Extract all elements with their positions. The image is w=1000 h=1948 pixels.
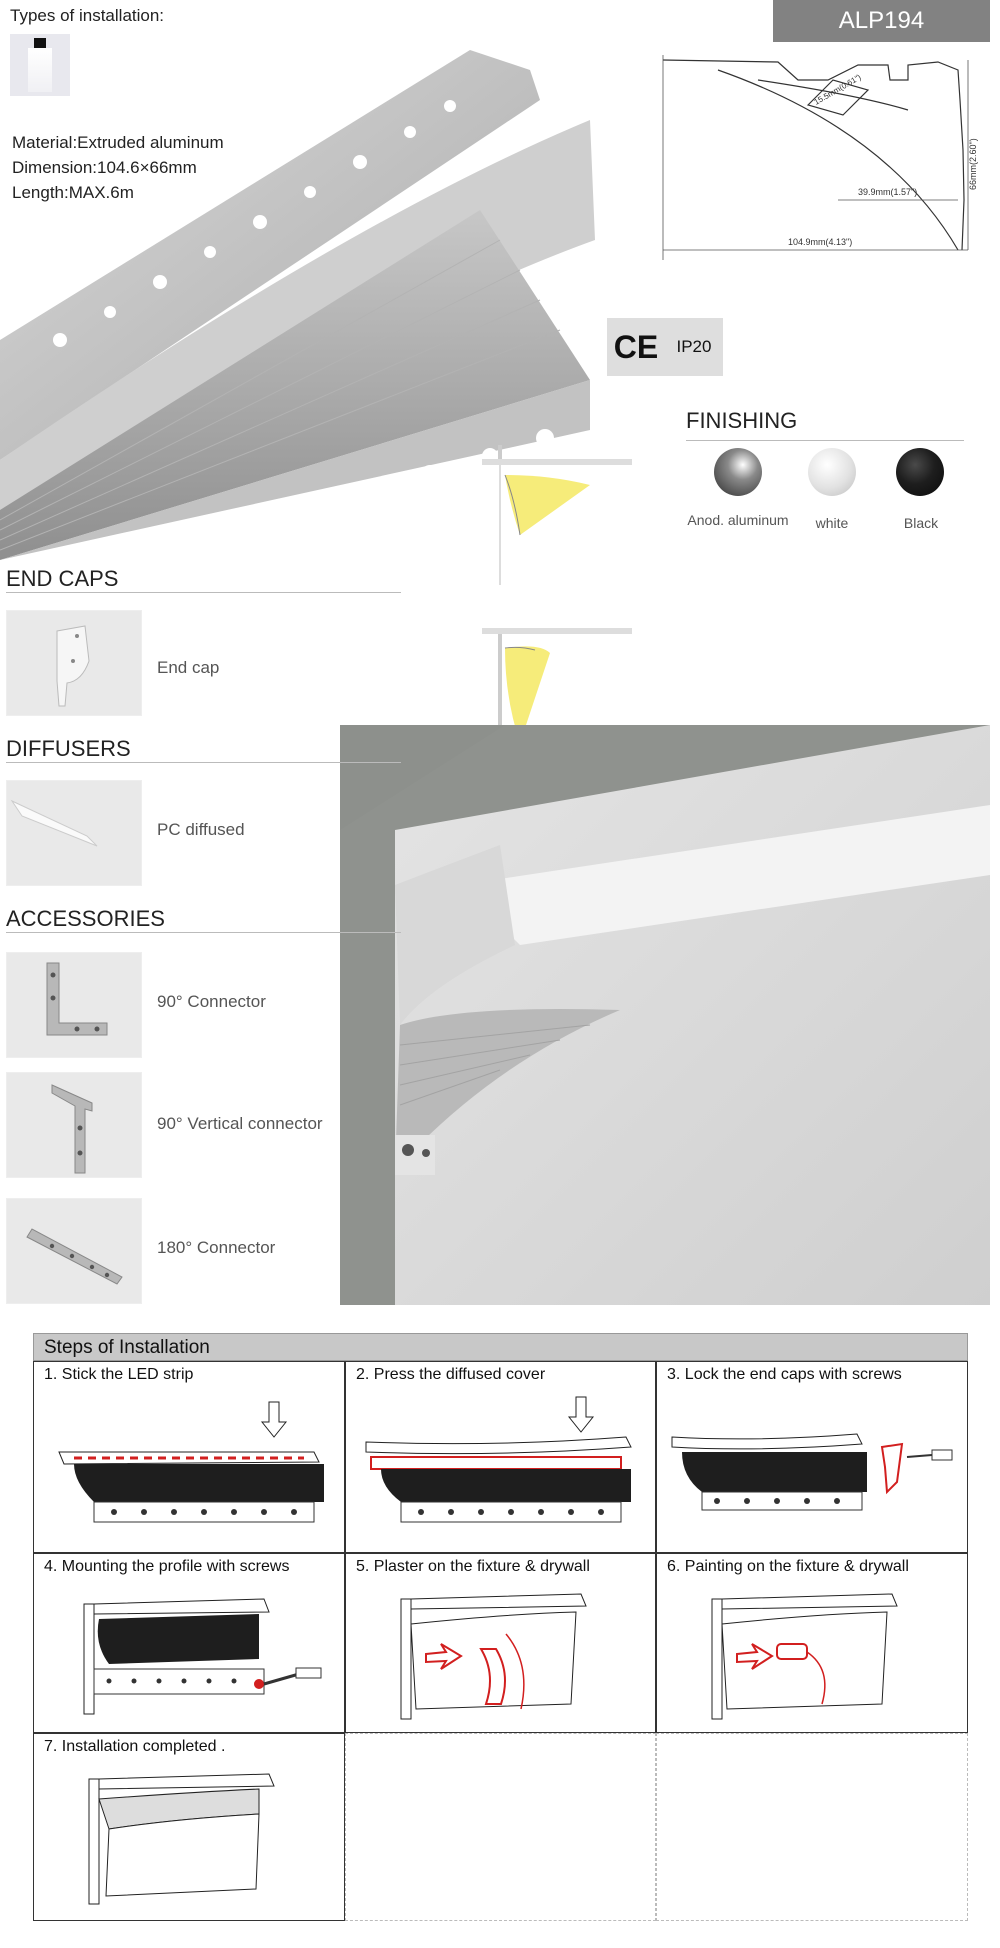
ce-badge: CE — [607, 318, 665, 376]
step-6: 6. Painting on the fixture & drywall — [656, 1553, 968, 1733]
height-dimension: 66mm(2.60") — [968, 138, 978, 190]
finish-swatch-white — [808, 448, 856, 496]
accessories-title: ACCESSORIES — [6, 906, 165, 931]
model-badge: ALP194 — [773, 0, 990, 42]
step-1: 1. Stick the LED strip — [33, 1361, 345, 1553]
steps-title: Steps of Installation — [33, 1333, 968, 1361]
l-connector-icon — [46, 962, 108, 1036]
finishing-title: FINISHING — [686, 408, 798, 433]
ip20-badge: IP20 — [665, 318, 723, 376]
end-cap-label: End cap — [157, 658, 220, 677]
step-7-label: 7. Installation completed . — [44, 1738, 226, 1755]
finish-swatch-anodized — [714, 448, 762, 496]
step-1-illustration — [58, 1401, 324, 1523]
diffuser-strip-icon — [10, 799, 98, 847]
step-1-label: 1. Stick the LED strip — [44, 1366, 194, 1383]
diffusers-divider — [6, 762, 401, 763]
light-diagram-1 — [482, 445, 632, 585]
finishing-divider — [686, 440, 964, 441]
step-3-label: 3. Lock the end caps with screws — [667, 1366, 902, 1383]
step-2: 2. Press the diffused cover — [345, 1361, 656, 1553]
end-cap-icon — [56, 625, 90, 707]
step-4: 4. Mounting the profile with screws — [33, 1553, 345, 1733]
step-7-illustration — [88, 1773, 275, 1905]
inner-dimension: 39.9mm(1.57") — [858, 187, 917, 197]
step-3-illustration — [671, 1433, 953, 1511]
accessories-divider — [6, 932, 401, 933]
l-connector-thumb — [6, 952, 142, 1058]
straight-connector-icon — [26, 1228, 123, 1285]
end-caps-divider — [6, 592, 401, 593]
end-caps-title: END CAPS — [6, 566, 119, 591]
installation-types-label: Types of installation: — [10, 6, 165, 25]
step-5-label: 5. Plaster on the fixture & drywall — [356, 1558, 590, 1575]
step-3: 3. Lock the end caps with screws — [656, 1361, 968, 1553]
technical-drawing: 104.9mm(4.13") 39.9mm(1.57") 66mm(2.60")… — [662, 55, 978, 260]
step-4-illustration — [83, 1598, 322, 1715]
step-2-label: 2. Press the diffused cover — [356, 1366, 546, 1383]
pc-diffused-label: PC diffused — [157, 820, 245, 839]
width-dimension: 104.9mm(4.13") — [788, 237, 852, 247]
spec-material: Material:Extruded aluminum — [12, 133, 224, 152]
step-6-illustration — [711, 1593, 898, 1720]
diffusers-title: DIFFUSERS — [6, 736, 131, 761]
step-7: 7. Installation completed . — [33, 1733, 345, 1921]
step-5-illustration — [400, 1593, 587, 1720]
finish-swatch-black — [896, 448, 944, 496]
recessed-corner-icon — [10, 34, 70, 96]
step-empty-1 — [345, 1733, 656, 1921]
vertical-connector-label: 90° Vertical connector — [157, 1114, 323, 1133]
end-cap-thumb — [6, 610, 142, 716]
spec-list: Material:Extruded aluminum Dimension:104… — [12, 130, 224, 205]
profile-hero-render — [0, 50, 595, 560]
step-5: 5. Plaster on the fixture & drywall — [345, 1553, 656, 1733]
step-6-label: 6. Painting on the fixture & drywall — [667, 1558, 909, 1575]
spec-length: Length:MAX.6m — [12, 183, 134, 202]
installation-scene — [340, 725, 990, 1305]
finish-label-anodized: Anod. aluminum — [687, 512, 789, 528]
connector-90-label: 90° Connector — [157, 992, 266, 1011]
step-empty-2 — [656, 1733, 968, 1921]
finish-label-white: white — [815, 515, 849, 531]
straight-connector-thumb — [6, 1198, 142, 1304]
vertical-connector-thumb — [6, 1072, 142, 1178]
step-4-label: 4. Mounting the profile with screws — [44, 1558, 290, 1575]
diffuser-thumb — [6, 780, 142, 886]
vertical-connector-icon — [51, 1084, 93, 1174]
finish-label-black: Black — [903, 515, 939, 531]
step-2-illustration — [365, 1396, 632, 1523]
spec-dimension: Dimension:104.6×66mm — [12, 158, 197, 177]
connector-180-label: 180° Connector — [157, 1238, 276, 1257]
